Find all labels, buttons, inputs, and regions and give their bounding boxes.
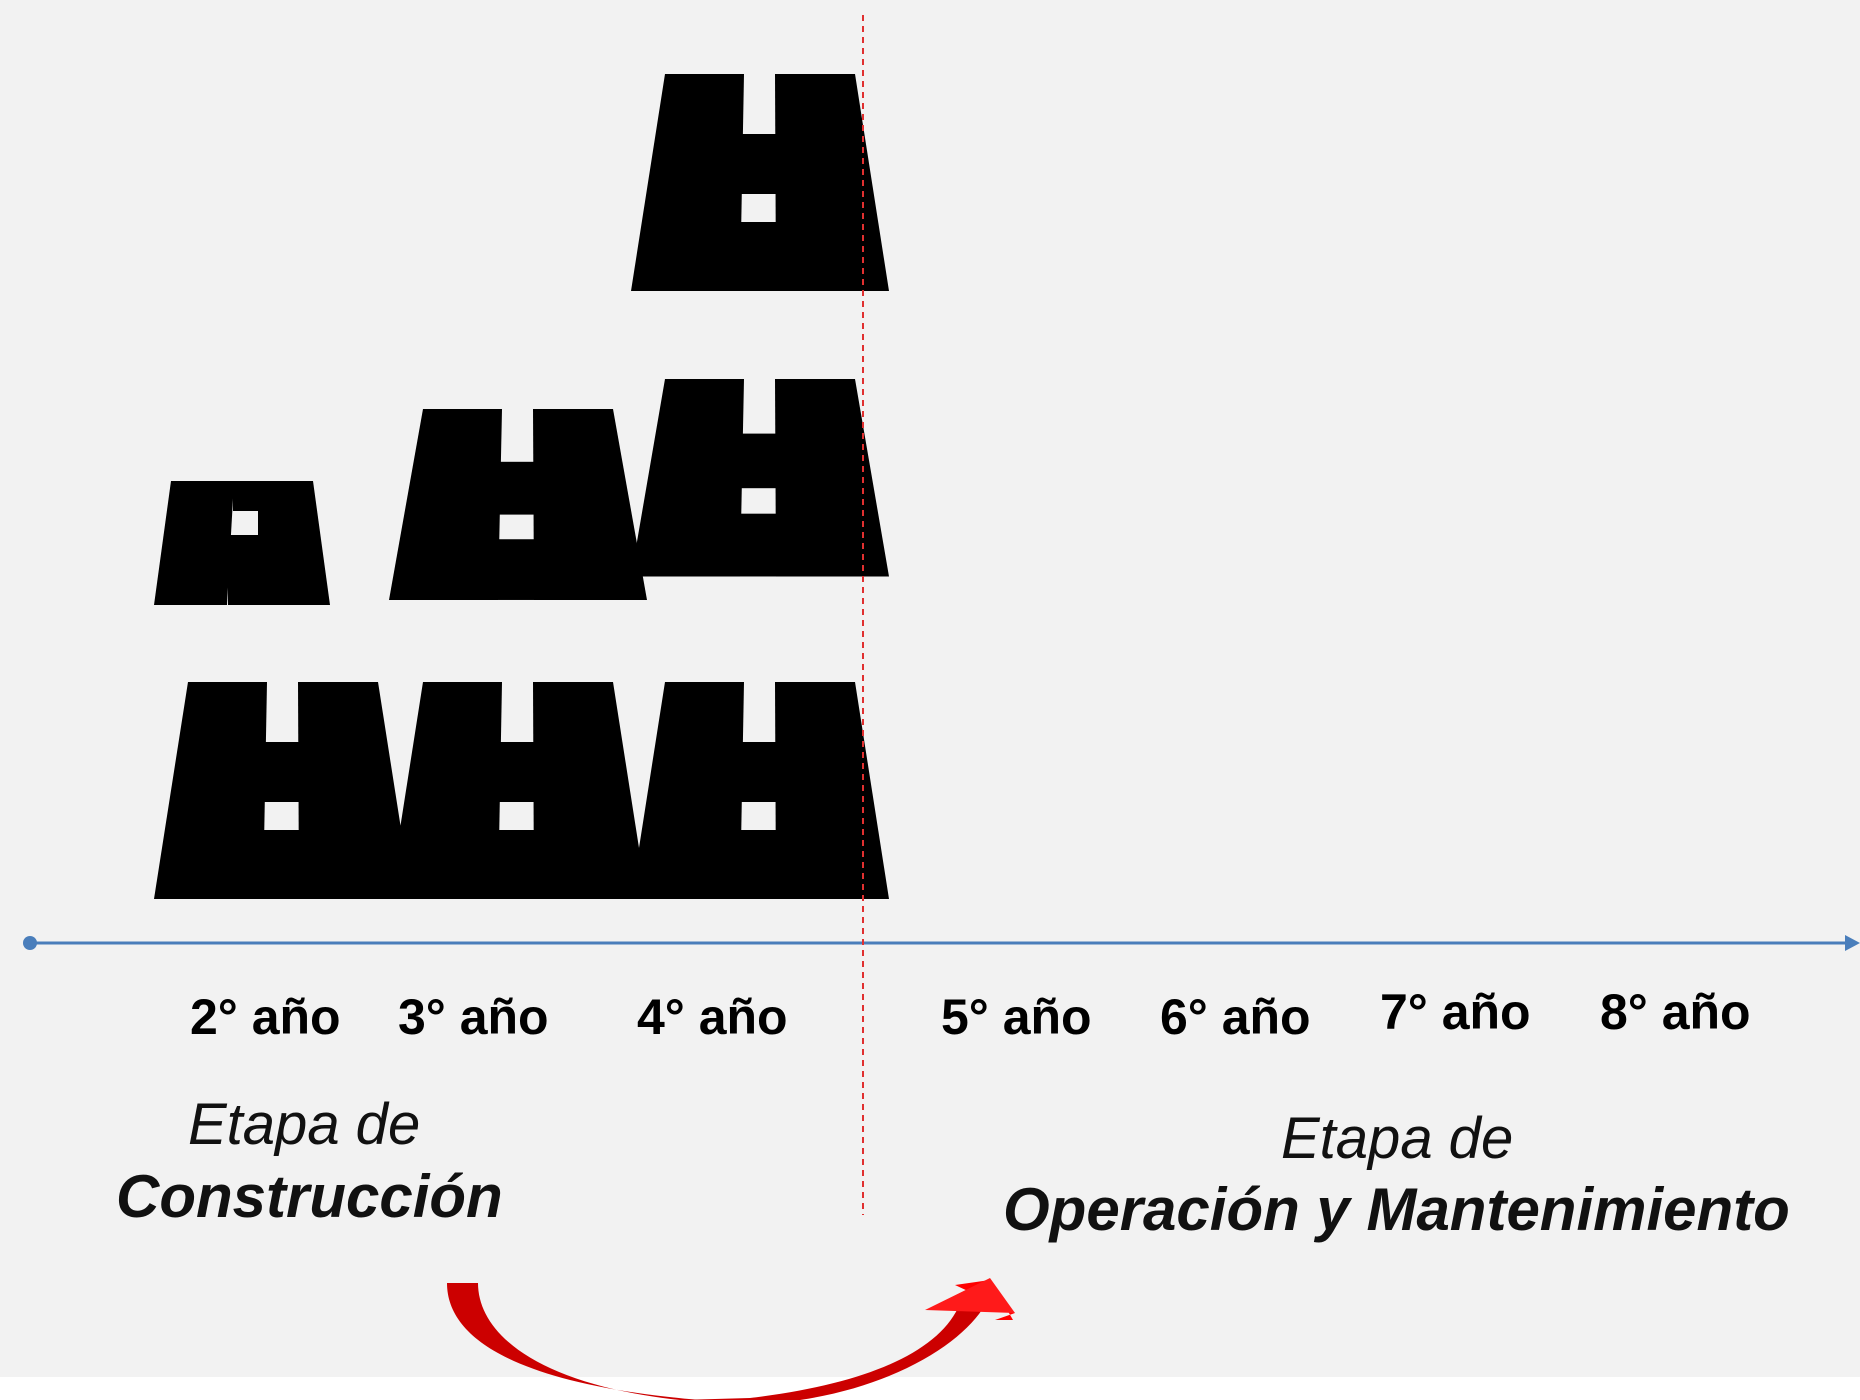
year-label: 3° año [398, 989, 549, 1045]
year-label: 8° año [1600, 984, 1751, 1040]
road-icon [154, 682, 412, 899]
road-icon [631, 379, 889, 577]
road-icon [389, 682, 647, 899]
road-icon [631, 682, 889, 899]
year-label: 2° año [190, 989, 341, 1045]
operation-stage-name: Operación y Mantenimiento [1003, 1176, 1790, 1243]
road-icon [631, 74, 889, 291]
construction-stage-name: Construcción [116, 1163, 503, 1230]
year-label: 5° año [941, 989, 1092, 1045]
curved-arrow-icon [447, 1278, 1015, 1400]
construction-stage-prefix: Etapa de [188, 1092, 421, 1157]
road-icon [154, 481, 330, 605]
year-label: 4° año [637, 989, 788, 1045]
operation-stage-prefix: Etapa de [1281, 1106, 1514, 1171]
timeline-arrowhead [1845, 935, 1860, 951]
timeline-start-dot [23, 936, 37, 950]
year-label: 6° año [1160, 989, 1311, 1045]
year-label: 7° año [1380, 984, 1531, 1040]
road-icon [389, 409, 647, 600]
